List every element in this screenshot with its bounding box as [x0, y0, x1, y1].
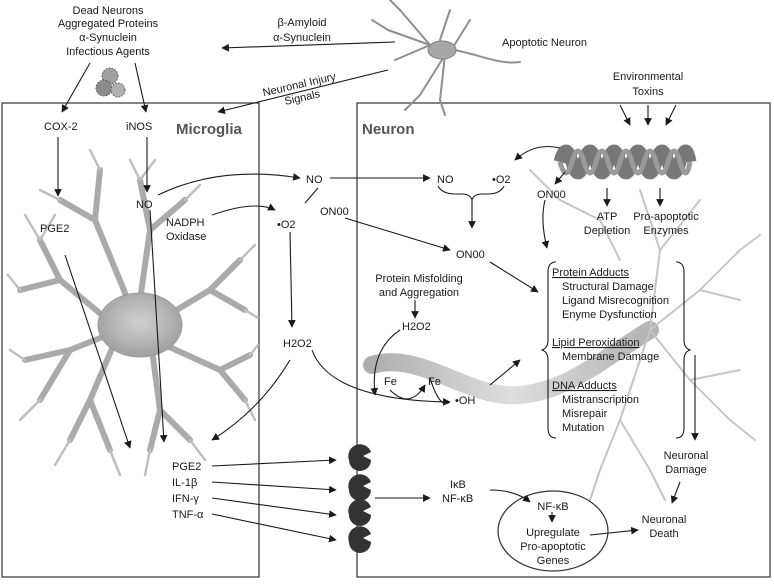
fe2-label: Fe	[384, 376, 397, 388]
microglia-title: Microglia	[176, 121, 243, 138]
nadph-label: NADPH	[166, 217, 205, 229]
oh-label: •OH	[455, 395, 475, 407]
receptor-icon	[348, 499, 371, 527]
receptor-icon	[348, 474, 371, 502]
neuron-onoo-right-label: ON00	[537, 189, 566, 201]
neuronal-damage-label-2: Damage	[665, 464, 707, 476]
nfkb-inner-label: NF-κB	[537, 501, 568, 513]
fe3-label: Fe	[428, 376, 441, 388]
ikb-label: IκB	[450, 479, 466, 491]
nfkb-ellipse	[497, 490, 609, 572]
atp-depletion-label: Depletion	[584, 225, 630, 237]
middle-h2o2-label: H2O2	[283, 338, 312, 350]
enzyme-dysfunction-label: Enyme Dysfunction	[562, 309, 657, 321]
env-toxins-label-1: Environmental	[613, 71, 683, 83]
cytokine-il1b: IL-1β	[172, 477, 197, 489]
atp-label: ATP	[597, 211, 618, 223]
cytokine-pge2: PGE2	[172, 461, 201, 473]
neuronal-damage-label-1: Neuronal	[664, 450, 709, 462]
neuron-h2o2-label: H2O2	[402, 321, 431, 333]
structural-damage-label: Structural Damage	[562, 281, 654, 293]
apoptotic-neuron-label: Apoptotic Neuron	[502, 37, 587, 49]
misrepair-label: Misrepair	[562, 408, 608, 420]
membrane-damage-label: Membrane Damage	[562, 351, 659, 363]
enzymes-label: Enzymes	[643, 225, 689, 237]
env-toxins-label-2: Toxins	[632, 86, 664, 98]
neuronal-death-label-2: Death	[649, 528, 678, 540]
mutation-label: Mutation	[562, 422, 604, 434]
neuron-cell-illustration	[363, 169, 761, 501]
aggregation-label: and Aggregation	[379, 287, 459, 299]
middle-no-label: NO	[306, 174, 323, 186]
nfkb-label: NF-κB	[442, 493, 473, 505]
microglia-no-label: NO	[136, 199, 153, 211]
middle-o2-label: •O2	[277, 219, 296, 231]
neuronal-death-label-1: Neuronal	[642, 514, 687, 526]
microglia-pge2-label: PGE2	[40, 223, 69, 235]
neuron-title: Neuron	[362, 121, 415, 138]
genes-label: Genes	[537, 555, 570, 567]
cox2-label: COX-2	[44, 121, 78, 133]
misfolding-label: Protein Misfolding	[375, 273, 462, 285]
source-alpha-synuclein: α-Synuclein	[79, 32, 137, 44]
cytokine-ifng: IFN-γ	[172, 493, 199, 505]
upregulate-label: Upregulate	[526, 527, 580, 539]
middle-onoo-label: ON00	[320, 206, 349, 218]
receptor-icon	[348, 444, 371, 472]
apoptotic-neuron-illustration	[371, 0, 521, 116]
left-brace	[540, 261, 557, 439]
amyloid-label: β-Amyloid	[277, 17, 326, 29]
mistranscription-label: Mistranscription	[562, 394, 639, 406]
right-brace	[675, 261, 692, 439]
connector-arrows	[54, 41, 699, 543]
proapoptotic-label: Pro-apoptotic	[633, 211, 699, 223]
cytokine-tnfa: TNF-α	[172, 509, 204, 521]
debris-particles-icon	[95, 67, 126, 98]
receptor-icon	[348, 526, 371, 554]
lipid-peroxidation-title: Lipid Peroxidation	[552, 337, 639, 349]
inos-label: iNOS	[126, 121, 152, 133]
protein-adducts-title: Protein Adducts	[552, 267, 630, 279]
synuclein-label: α-Synuclein	[273, 32, 331, 44]
microglia-cell-illustration	[6, 148, 260, 477]
source-dead-neurons: Dead Neurons	[73, 5, 144, 17]
neuron-o2-label: •O2	[492, 174, 511, 186]
microglia-panel	[1, 102, 260, 578]
toxin-membrane-illustration	[553, 137, 697, 187]
ligand-misrecognition-label: Ligand Misrecognition	[562, 295, 669, 307]
source-infectious-agents: Infectious Agents	[66, 46, 150, 58]
neuron-no-label: NO	[437, 174, 454, 186]
proapoptotic-genes-label: Pro-apoptotic	[520, 541, 586, 553]
dna-adducts-title: DNA Adducts	[552, 380, 617, 392]
oxidase-label: Oxidase	[166, 231, 206, 243]
cytokine-receptors	[348, 444, 371, 554]
neuron-panel	[356, 102, 771, 578]
neuron-onoo-middle-label: ON00	[456, 249, 485, 261]
source-aggregated-proteins: Aggregated Proteins	[58, 18, 159, 30]
